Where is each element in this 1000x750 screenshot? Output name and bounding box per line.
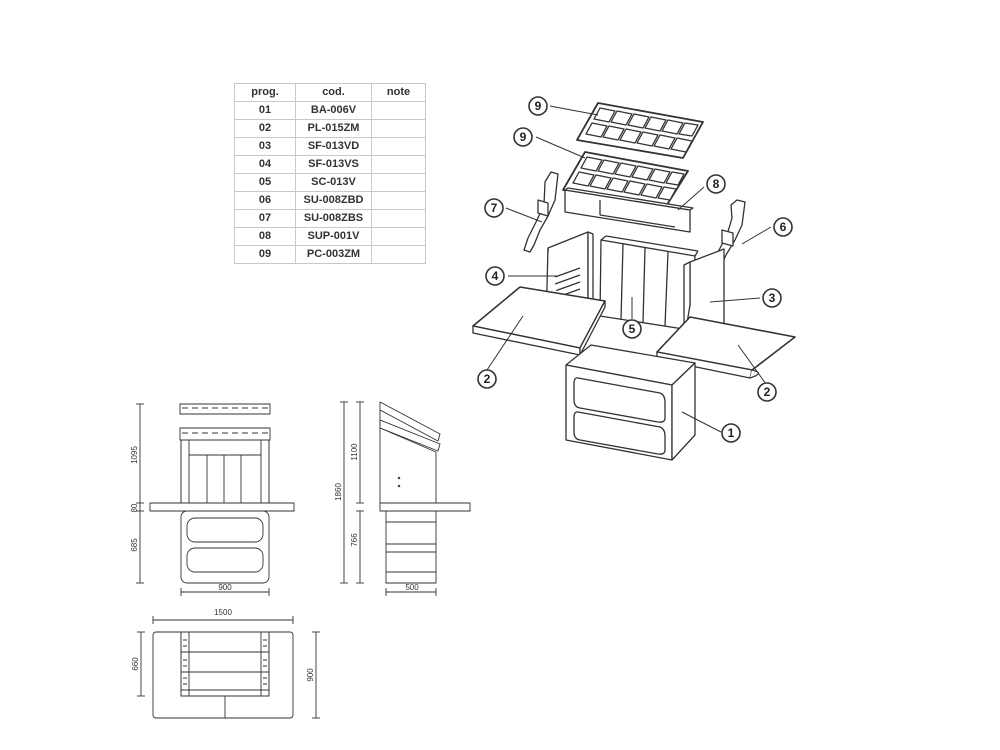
base-block xyxy=(565,344,696,461)
callout-3: 3 xyxy=(769,291,776,305)
dim-side-upper: 1100 xyxy=(350,443,359,461)
table-cell: SF-013VS xyxy=(295,155,372,174)
exploded-view xyxy=(472,96,796,461)
dim-front-lower: 685 xyxy=(130,538,139,552)
dim-top-depth: 900 xyxy=(306,668,315,682)
table-cell: 09 xyxy=(234,245,296,264)
callout-2-left: 2 xyxy=(484,372,491,386)
center-panel xyxy=(599,235,699,331)
callout-1: 1 xyxy=(728,426,735,440)
table-cell: SC-013V xyxy=(295,173,372,192)
side-view xyxy=(340,401,471,596)
dim-side-total: 1860 xyxy=(334,483,343,501)
callout-9-upper: 9 xyxy=(535,99,542,113)
dim-side-width: 500 xyxy=(405,583,419,592)
callout-8: 8 xyxy=(713,177,720,191)
table-cell: PL-015ZM xyxy=(295,119,372,138)
callout-4: 4 xyxy=(492,269,499,283)
dim-side-lower: 766 xyxy=(350,533,359,547)
table-cell xyxy=(371,245,426,264)
callout-7: 7 xyxy=(491,201,498,215)
dim-top-width: 1500 xyxy=(214,608,232,617)
shelf-right xyxy=(656,316,796,379)
dim-front-width: 900 xyxy=(218,583,232,592)
table-cell: SF-013VD xyxy=(295,137,372,156)
table-cell: BA-006V xyxy=(295,101,372,120)
callout-2-right: 2 xyxy=(764,385,771,399)
side-view-dims: 1100 1860 766 500 xyxy=(334,443,419,592)
back-panel xyxy=(564,187,694,233)
dim-front-mid: 80 xyxy=(130,503,139,512)
callout-labels: 9 9 8 7 6 4 3 5 2 2 1 xyxy=(484,99,787,440)
front-view-dims: 1095 80 685 900 xyxy=(130,446,232,592)
top-view-dims: 1500 660 900 xyxy=(131,608,315,682)
table-cell: SUP-001V xyxy=(295,227,372,246)
callout-5: 5 xyxy=(629,322,636,336)
shelf-left xyxy=(472,286,606,356)
callout-circles xyxy=(477,96,793,443)
callout-6: 6 xyxy=(780,220,787,234)
callout-9-lower: 9 xyxy=(520,130,527,144)
leader-lines xyxy=(486,105,772,433)
bracket-left xyxy=(523,171,559,253)
dim-top-depth-inner: 660 xyxy=(131,657,140,671)
table-cell: SU-008ZBD xyxy=(295,191,372,210)
top-view xyxy=(137,616,320,719)
table-cell: PC-003ZM xyxy=(295,245,372,264)
front-view xyxy=(136,403,295,596)
dim-front-upper: 1095 xyxy=(130,446,139,464)
grill-plate-upper xyxy=(576,102,704,159)
